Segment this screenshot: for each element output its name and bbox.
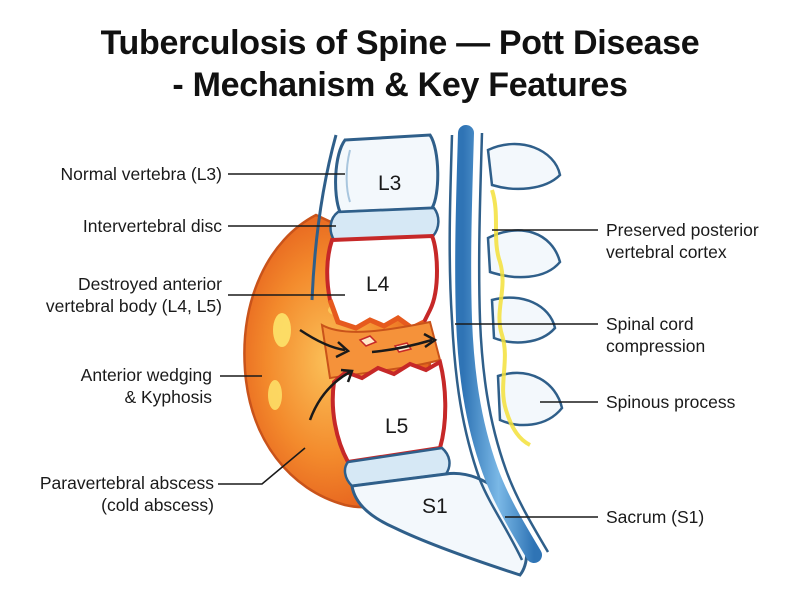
- label-abscess: Paravertebral abscess (cold abscess): [40, 472, 214, 516]
- label-wedging: Anterior wedging & Kyphosis: [81, 364, 212, 408]
- vertebra-label-l3: L3: [378, 172, 401, 195]
- label-sacrum: Sacrum (S1): [606, 506, 704, 528]
- label-line: Spinal cord: [606, 314, 694, 334]
- bone-fragment: [358, 335, 378, 347]
- label-normal-vertebra: Normal vertebra (L3): [61, 163, 222, 185]
- label-line: compression: [606, 336, 706, 356]
- vertebra-l3-detail: [345, 149, 351, 203]
- leader-abscess: [218, 447, 306, 485]
- vertebra-label-s1: S1: [422, 495, 448, 518]
- spinal-canal-outline-posterior: [477, 132, 550, 553]
- spinous-process-l3: [486, 142, 562, 191]
- label-intervertebral-disc: Intervertebral disc: [83, 215, 222, 237]
- label-line: Normal vertebra (L3): [60, 164, 222, 184]
- label-line: Intervertebral disc: [82, 216, 222, 236]
- anterior-ligament: [310, 134, 338, 301]
- spinal-cord: [455, 125, 542, 563]
- label-posterior-cortex: Preserved posterior vertebral cortex: [606, 219, 759, 263]
- abscess-highlight: [268, 380, 282, 410]
- vertebra-label-l4: L4: [366, 273, 390, 296]
- label-line: Preserved posterior: [606, 220, 759, 240]
- vertebra-label-l5: L5: [385, 415, 408, 438]
- spinous-process-l4-lower: [490, 296, 557, 344]
- title-line-1: Tuberculosis of Spine — Pott Disease: [100, 24, 700, 62]
- arrow: [299, 328, 346, 352]
- arrow-head: [423, 332, 438, 349]
- label-spinous-process: Spinous process: [606, 391, 735, 413]
- label-line: Paravertebral abscess: [39, 473, 214, 493]
- label-cord-compression: Spinal cord compression: [606, 313, 705, 357]
- abscess-highlight: [273, 313, 291, 347]
- leader-lines: [218, 173, 598, 518]
- vertebra-l5-body: [330, 358, 448, 465]
- posterior-cortex-highlight: [490, 189, 531, 447]
- label-line: Sacrum (S1): [606, 507, 705, 527]
- arrow-head: [335, 341, 351, 359]
- label-destroyed-body: Destroyed anterior vertebral body (L4, L…: [46, 273, 222, 317]
- label-line: vertebral body (L4, L5): [45, 296, 222, 316]
- label-line: vertebral cortex: [606, 242, 727, 262]
- title-line-2: - Mechanism & Key Features: [172, 66, 628, 104]
- wedging-arrows: [299, 328, 438, 421]
- posterior-elements: [486, 142, 564, 427]
- label-line: Spinous process: [606, 392, 736, 412]
- arrow: [308, 370, 351, 421]
- page-title: Tuberculosis of Spine — Pott Disease - M…: [0, 22, 800, 106]
- label-line: & Kyphosis: [124, 387, 212, 407]
- spinal-canal-outline: [448, 134, 524, 561]
- label-line: Destroyed anterior: [78, 274, 222, 294]
- label-line: Anterior wedging: [80, 365, 212, 385]
- arrow-head: [340, 368, 354, 383]
- label-line: (cold abscess): [101, 495, 214, 515]
- arrow: [371, 338, 433, 354]
